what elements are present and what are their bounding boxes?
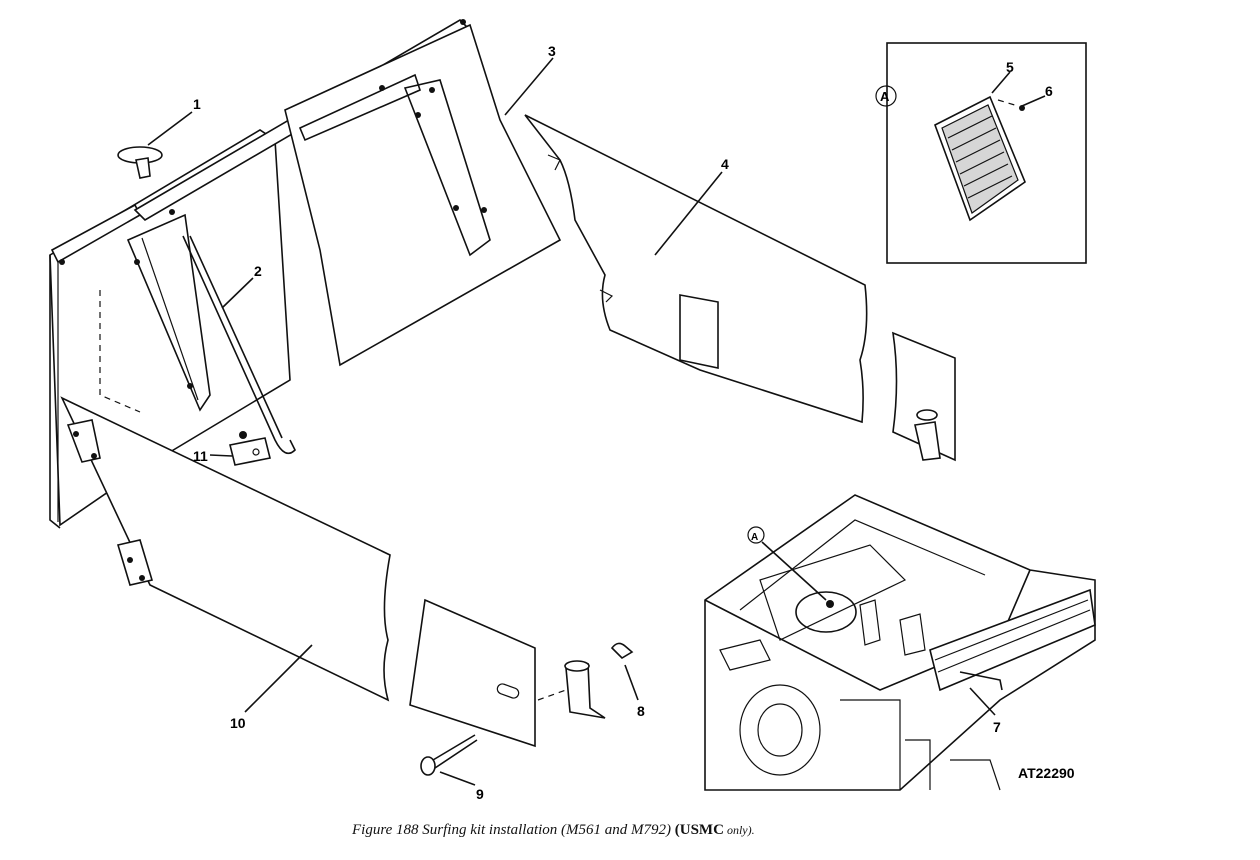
clip-bracket xyxy=(229,431,271,466)
exploded-view-diagram: 1 2 3 4 5 6 7 8 9 10 11 A A AT22290 xyxy=(49,18,1096,802)
large-front-panel-10 xyxy=(60,396,391,702)
locking-pin xyxy=(420,734,478,776)
side-panel-4 xyxy=(524,114,868,424)
caption-usmc: (USMC xyxy=(674,822,724,838)
callout-4: 4 xyxy=(721,156,729,172)
callout-11: 11 xyxy=(193,448,208,464)
callout-9: 9 xyxy=(476,786,484,802)
callout-labels: 1 2 3 4 5 6 7 8 9 10 11 A A AT22290 xyxy=(193,43,1075,802)
wing-knob xyxy=(117,146,163,179)
callout-5: 5 xyxy=(1006,59,1014,75)
support-rod xyxy=(182,235,296,455)
detail-label-a-vehicle: A xyxy=(751,532,758,543)
callout-1: 1 xyxy=(193,96,201,112)
callout-10: 10 xyxy=(230,715,246,731)
small-front-panel xyxy=(409,598,536,748)
socket-bracket xyxy=(537,642,634,719)
callout-6: 6 xyxy=(1045,83,1053,99)
drawing-id: AT22290 xyxy=(1018,765,1075,781)
small-panel-right xyxy=(892,331,956,462)
callout-7: 7 xyxy=(993,719,1001,735)
callout-2: 2 xyxy=(254,263,262,279)
vehicle-cab-view xyxy=(704,494,1096,791)
caption-tail: only). xyxy=(723,823,755,837)
leader-lines xyxy=(147,57,1046,786)
detail-label-a-box: A xyxy=(880,89,890,104)
side-bracket-channel xyxy=(126,213,211,412)
callout-8: 8 xyxy=(637,703,645,719)
detail-a-box xyxy=(875,42,1087,264)
top-rail-panel xyxy=(133,18,562,367)
callout-3: 3 xyxy=(548,43,556,59)
caption-main: Figure 188 Surfing kit installation (M56… xyxy=(352,822,672,838)
figure-caption: Figure 188 Surfing kit installation (M56… xyxy=(352,822,755,839)
